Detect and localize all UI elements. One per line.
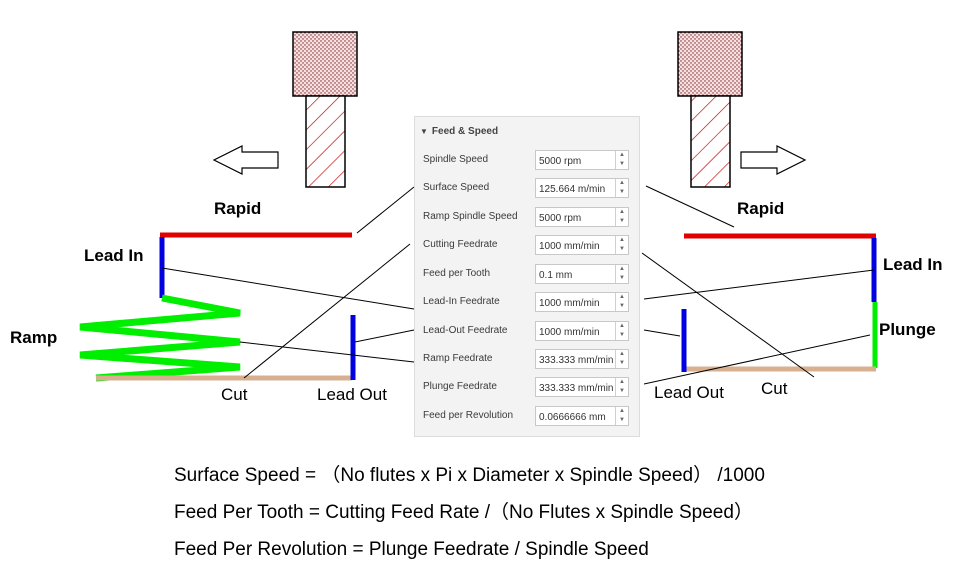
lead-in-feedrate-input[interactable]: [536, 294, 614, 313]
plunge-feedrate-input[interactable]: [536, 379, 614, 398]
arrow-left-icon: [212, 145, 279, 175]
label-lead-in-left: Lead In: [84, 246, 144, 265]
ramp-feedrate-input[interactable]: [536, 351, 614, 370]
spinner-arrows-icon[interactable]: ▲▼: [615, 179, 628, 197]
ramp-feedrate-field[interactable]: ▲▼: [535, 349, 629, 370]
plunge-feedrate-field[interactable]: ▲▼: [535, 377, 629, 398]
spinner-arrows-icon[interactable]: ▲▼: [615, 151, 628, 169]
collapse-triangle-icon[interactable]: ▼: [420, 127, 428, 136]
label-lead-in-right: Lead In: [883, 255, 943, 274]
spinner-arrows-icon[interactable]: ▲▼: [615, 236, 628, 254]
row-lead-out-feedrate: Lead-Out Feedrate ▲▼: [415, 321, 641, 342]
tool-shank-right: [690, 95, 731, 188]
label-lead-out-left: Lead Out: [317, 385, 387, 404]
label-rapid-right: Rapid: [737, 199, 785, 218]
label-cut-left: Cut: [221, 385, 248, 404]
surface-speed-input[interactable]: [536, 180, 614, 199]
spinner-arrows-icon[interactable]: ▲▼: [615, 208, 628, 226]
field-label: Feed per Revolution: [423, 410, 514, 421]
leader-lines: [161, 185, 875, 385]
formula-feed-per-tooth: Feed Per Tooth = Cutting Feed Rate /（No …: [174, 502, 753, 523]
tool-holder-right: [677, 31, 743, 97]
field-label: Feed per Tooth: [423, 268, 491, 279]
cutting-feedrate-field[interactable]: ▲▼: [535, 235, 629, 256]
spinner-arrows-icon[interactable]: ▲▼: [615, 350, 628, 368]
lead-in-feedrate-field[interactable]: ▲▼: [535, 292, 629, 313]
panel-header[interactable]: ▼Feed & Speed: [420, 126, 498, 137]
ramp-spindle-speed-field[interactable]: ▲▼: [535, 207, 629, 228]
field-label: Lead-In Feedrate: [423, 296, 500, 307]
lead-out-feedrate-input[interactable]: [536, 323, 614, 342]
label-plunge: Plunge: [879, 320, 936, 339]
feed-per-revolution-field[interactable]: ▲▼: [535, 406, 629, 427]
row-lead-in-feedrate: Lead-In Feedrate ▲▼: [415, 292, 641, 313]
tool-left: [292, 31, 358, 188]
field-label: Ramp Spindle Speed: [423, 211, 518, 222]
arrow-right-icon: [740, 145, 807, 175]
spinner-arrows-icon[interactable]: ▲▼: [615, 378, 628, 396]
spinner-arrows-icon[interactable]: ▲▼: [615, 322, 628, 340]
spinner-arrows-icon[interactable]: ▲▼: [615, 407, 628, 425]
row-spindle-speed: Spindle Speed ▲▼: [415, 150, 641, 171]
spinner-arrows-icon[interactable]: ▲▼: [615, 293, 628, 311]
spinner-arrows-icon[interactable]: ▲▼: [615, 265, 628, 283]
label-rapid-left: Rapid: [214, 199, 262, 218]
panel-title: Feed & Speed: [431, 126, 499, 137]
field-label: Lead-Out Feedrate: [423, 325, 508, 336]
label-lead-out-right: Lead Out: [654, 383, 724, 402]
tool-right: [677, 31, 743, 188]
row-ramp-spindle-speed: Ramp Spindle Speed ▲▼: [415, 207, 641, 228]
tool-shank-left: [305, 95, 346, 188]
ramp-zigzag: [79, 294, 241, 382]
row-cutting-feedrate: Cutting Feedrate ▲▼: [415, 235, 641, 256]
lead-out-feedrate-field[interactable]: ▲▼: [535, 321, 629, 342]
spindle-speed-field[interactable]: ▲▼: [535, 150, 629, 171]
label-ramp: Ramp: [10, 328, 58, 347]
field-label: Surface Speed: [423, 182, 490, 193]
feed-per-tooth-input[interactable]: [536, 266, 614, 285]
formula-feed-per-revolution: Feed Per Revolution = Plunge Feedrate / …: [174, 539, 649, 560]
label-cut-right: Cut: [761, 379, 788, 398]
cutting-feedrate-input[interactable]: [536, 237, 614, 256]
feed-per-tooth-field[interactable]: ▲▼: [535, 264, 629, 285]
row-ramp-feedrate: Ramp Feedrate ▲▼: [415, 349, 641, 370]
ramp-spindle-speed-input[interactable]: [536, 209, 614, 228]
surface-speed-field[interactable]: ▲▼: [535, 178, 629, 199]
field-label: Cutting Feedrate: [423, 239, 498, 250]
feed-speed-panel: ▼Feed & Speed Spindle Speed ▲▼ Surface S…: [414, 116, 640, 437]
row-surface-speed: Surface Speed ▲▼: [415, 178, 641, 199]
field-label: Plunge Feedrate: [423, 381, 497, 392]
field-label: Ramp Feedrate: [423, 353, 493, 364]
field-label: Spindle Speed: [423, 154, 489, 165]
spindle-speed-input[interactable]: [536, 152, 614, 171]
feed-per-revolution-input[interactable]: [536, 408, 614, 427]
formula-surface-speed: Surface Speed = （No flutes x Pi x Diamet…: [174, 465, 765, 486]
row-feed-per-revolution: Feed per Revolution ▲▼: [415, 406, 641, 427]
tool-holder-left: [292, 31, 358, 97]
row-plunge-feedrate: Plunge Feedrate ▲▼: [415, 377, 641, 398]
row-feed-per-tooth: Feed per Tooth ▲▼: [415, 264, 641, 285]
